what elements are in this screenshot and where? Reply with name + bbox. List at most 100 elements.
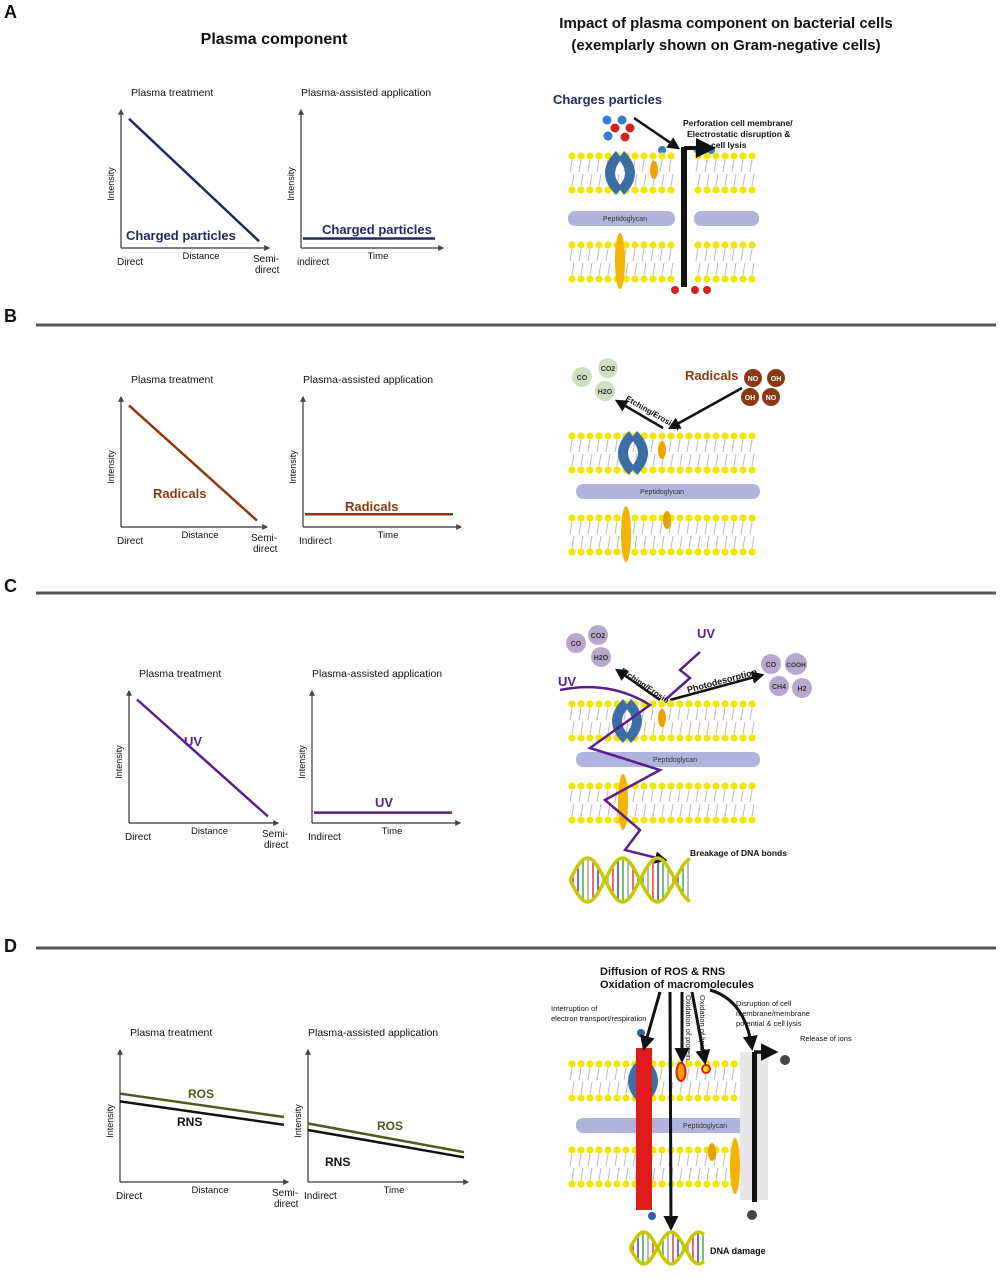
panel-a-annotation-1: Perforation cell membrane/ xyxy=(683,118,793,128)
lipid-head xyxy=(694,275,702,283)
lipid-tail xyxy=(596,521,600,535)
x-tick-start: Direct xyxy=(116,1191,142,1202)
lipid-tail xyxy=(587,1067,591,1081)
lipid-tail xyxy=(661,262,665,276)
lipid-tail xyxy=(589,1167,593,1181)
lipid-head xyxy=(730,186,738,194)
lipid-head xyxy=(658,432,666,440)
lipid-tail xyxy=(641,789,645,803)
membrane-a: Peptidoglycan xyxy=(568,151,759,289)
lipid-tail xyxy=(596,248,600,262)
lipid-tail xyxy=(578,707,582,721)
lipid-head xyxy=(721,466,729,474)
series-label-ros: ROS xyxy=(188,1087,214,1101)
lipid-head xyxy=(586,1060,594,1068)
lipid-head xyxy=(721,152,729,160)
lipid-tail xyxy=(634,803,638,817)
lipid-head xyxy=(748,816,756,824)
lipid-head xyxy=(712,1060,720,1068)
lipid-head xyxy=(748,241,756,249)
lipid-tail xyxy=(697,1081,701,1095)
lipid-tail xyxy=(634,535,638,549)
lipid-head xyxy=(604,700,612,708)
lipid-tail xyxy=(580,1167,584,1181)
lipid-head xyxy=(613,1094,621,1102)
lipid-tail xyxy=(589,1081,593,1095)
lipid-tail xyxy=(670,803,674,817)
lipid-tail xyxy=(598,1167,602,1181)
lipid-tail xyxy=(706,453,710,467)
lipid-head xyxy=(694,514,702,522)
lipid-head xyxy=(685,734,693,742)
lipid-head xyxy=(730,432,738,440)
etching-arrow-c xyxy=(614,668,661,702)
lipid-head xyxy=(694,186,702,194)
lipid-tail xyxy=(724,1081,728,1095)
lipid-head xyxy=(568,1146,576,1154)
lipid-head xyxy=(703,816,711,824)
lipid-tail xyxy=(688,803,692,817)
lipid-tail xyxy=(679,1081,683,1095)
lipid-tail xyxy=(722,1067,726,1081)
lipid-tail xyxy=(713,159,717,173)
lipid-head xyxy=(613,466,621,474)
lipid-head xyxy=(568,275,576,283)
lipid-tail xyxy=(632,248,636,262)
lipid-tail xyxy=(715,262,719,276)
peptidoglycan-layer xyxy=(576,484,760,499)
lipid-head xyxy=(640,548,648,556)
lipid-head xyxy=(721,548,729,556)
lipid-head xyxy=(730,1094,738,1102)
lipid-head xyxy=(577,548,585,556)
lipid-tail xyxy=(713,521,717,535)
lipid-tail xyxy=(578,159,582,173)
lipid-head xyxy=(685,432,693,440)
panel-c-cell: CO CO2 H2O UV UV Etching/Erosion Photode… xyxy=(558,625,812,904)
lipid-head xyxy=(685,816,693,824)
lipid-tail xyxy=(668,521,672,535)
lipid-head xyxy=(613,548,621,556)
lipid-head xyxy=(649,152,657,160)
lipid-head xyxy=(568,432,576,440)
lipid-tail xyxy=(722,521,726,535)
respiration-block xyxy=(636,1048,652,1210)
lipid-head xyxy=(649,466,657,474)
lipid-tail xyxy=(634,262,638,276)
lipid-tail xyxy=(596,1067,600,1081)
chart-title: Plasma treatment xyxy=(131,87,213,99)
lipid-tail xyxy=(670,535,674,549)
lipid-tail xyxy=(731,521,735,535)
lipid-tail xyxy=(580,453,584,467)
lipid-head xyxy=(640,816,648,824)
peptidoglycan-layer xyxy=(694,211,759,226)
lipid-head xyxy=(586,548,594,556)
lipid-tail xyxy=(605,1067,609,1081)
panel-a-cell: Charges particles Perforation cell membr… xyxy=(553,92,793,294)
lipid-tail xyxy=(607,453,611,467)
lipid-head xyxy=(748,275,756,283)
lipid-head xyxy=(604,432,612,440)
lipid-head xyxy=(631,186,639,194)
lipid-head xyxy=(667,734,675,742)
lipid-tail xyxy=(715,535,719,549)
lipid-head xyxy=(640,514,648,522)
chart-title: Plasma-assisted application xyxy=(308,1027,438,1039)
radicals-arrow xyxy=(667,386,743,430)
lipid-tail xyxy=(731,159,735,173)
lipid-head xyxy=(712,734,720,742)
lipid-head xyxy=(721,816,729,824)
lipid-head xyxy=(685,1180,693,1188)
lipid-tail xyxy=(643,173,647,187)
lipid-tail xyxy=(587,159,591,173)
panel-b-cell-heading: Radicals xyxy=(685,368,738,383)
lipid-head xyxy=(739,466,747,474)
lipid-head xyxy=(613,816,621,824)
lipid-tail xyxy=(589,721,593,735)
lipid-head xyxy=(568,700,576,708)
panel-d-disrupt-2: membrane/membrane xyxy=(736,1009,810,1018)
lipid-tail xyxy=(596,789,600,803)
lipid-tail xyxy=(715,803,719,817)
porin-right xyxy=(625,699,642,743)
lipid-tail xyxy=(722,1153,726,1167)
lipid-tail xyxy=(688,453,692,467)
